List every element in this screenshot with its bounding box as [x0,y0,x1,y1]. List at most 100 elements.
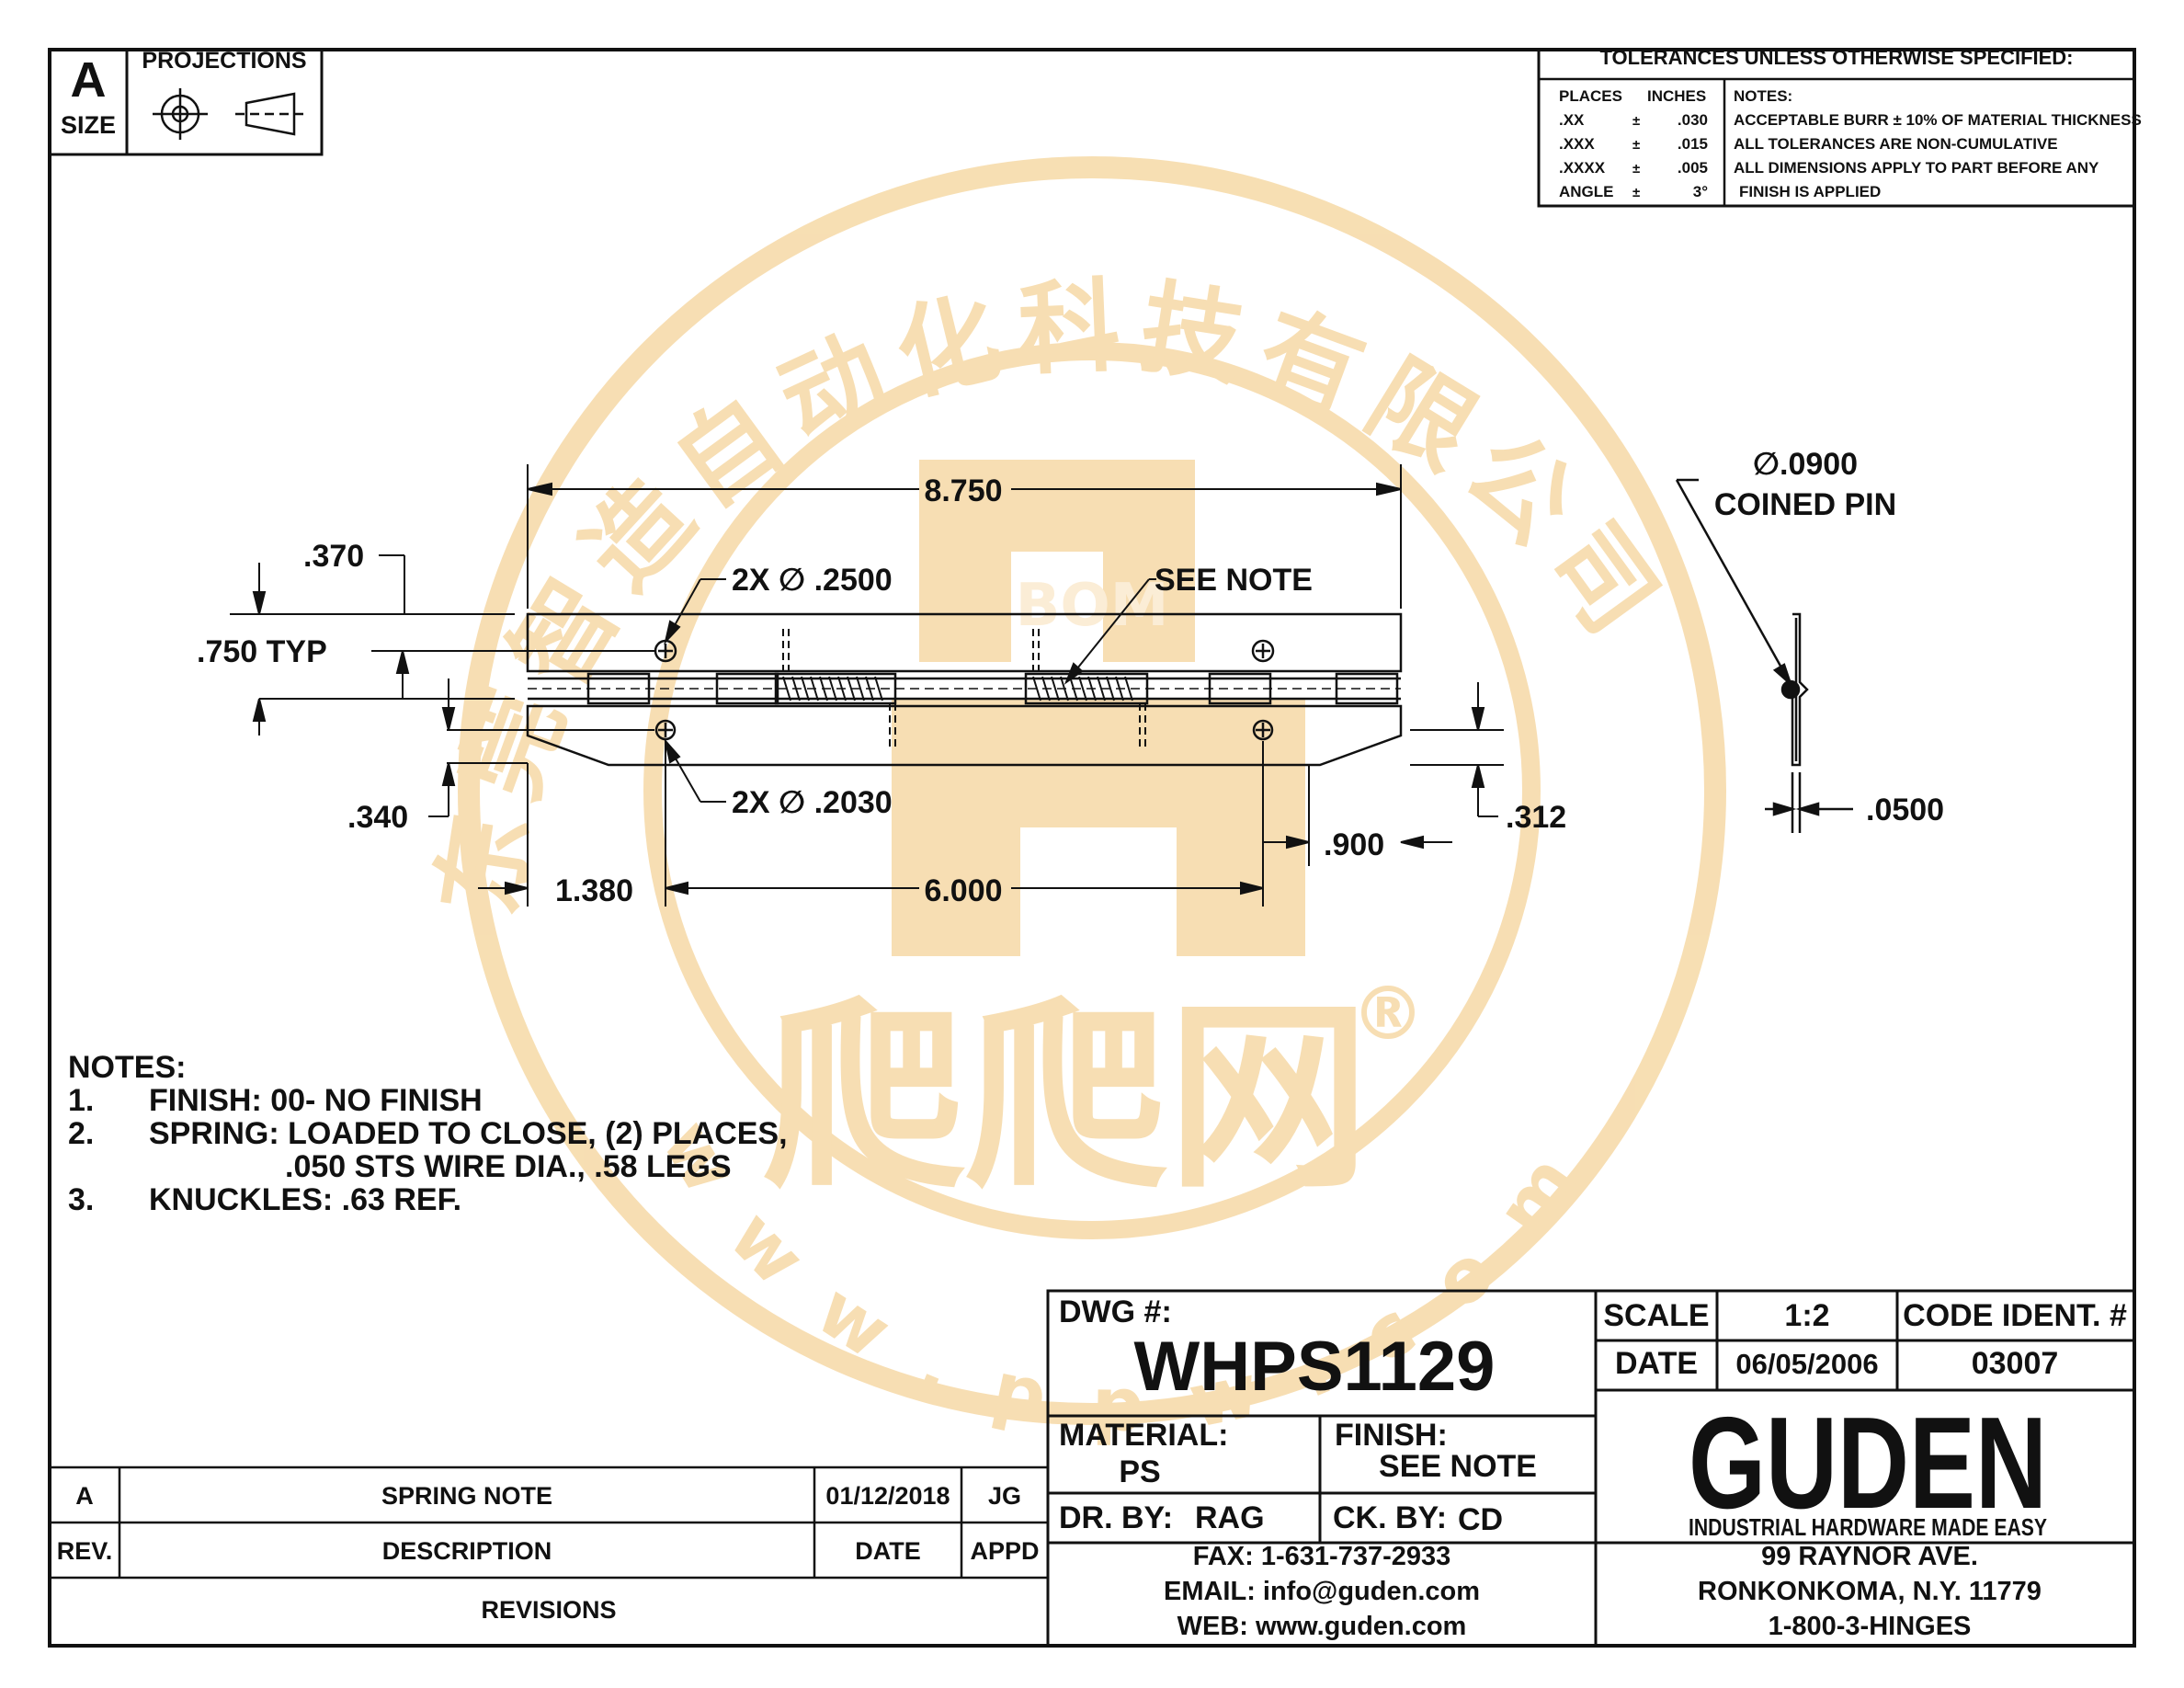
revision-date: 01/12/2018 [825,1482,950,1510]
hinge-front-view [526,612,1403,767]
watermark-outer-ring [458,156,1726,1425]
dim-hole-spacing: 6.000 [924,873,1002,908]
code-ident-value: 03007 [1972,1346,2059,1381]
tolerance-value: .005 [1678,159,1708,177]
tolerance-note: ALL TOLERANCES ARE NON-CUMULATIVE [1734,135,2058,153]
date-label: DATE [1615,1346,1698,1381]
date-value: 06/05/2006 [1735,1348,1878,1380]
first-angle-projection-icon [153,88,305,140]
dim-overall-length: 8.750 [924,473,1002,508]
size-label: SIZE [61,111,116,139]
tolerance-value: .030 [1678,111,1708,129]
drawn-by-label: DR. BY: [1059,1500,1173,1535]
watermark-inner-ring [643,342,1541,1239]
note-number: 3. [68,1182,94,1217]
material-label: MATERIAL: [1059,1418,1228,1453]
dim-see-note: SEE NOTE [1155,563,1313,598]
watermark-logo-bottom [892,699,1305,956]
tolerance-col-inches: INCHES [1647,87,1706,105]
scale-value: 1:2 [1784,1298,1829,1333]
contact-web: WEB: www.guden.com [1177,1612,1467,1641]
logo-tagline: INDUSTRIAL HARDWARE MADE EASY [1689,1513,2047,1541]
contact-email: EMAIL: info@guden.com [1164,1577,1480,1606]
tolerance-value: 3° [1693,183,1708,200]
dim-pin-dia: ∅.0900 [1753,447,1858,482]
tolerance-col-places: PLACES [1559,87,1622,105]
note-text: KNUCKLES: .63 REF. [149,1182,461,1217]
hinge-top-leaf [526,612,1403,673]
tolerance-note: ALL DIMENSIONS APPLY TO PART BEFORE ANY [1734,159,2099,177]
checked-by-value: CD [1458,1502,1503,1537]
tolerance-place: .XX [1559,111,1585,129]
dimension-labels: 8.750 2X ∅ .2500 SEE NOTE .370 .750 TYP … [197,473,1566,908]
projections-label: PROJECTIONS [142,48,306,74]
tolerance-col-notes: NOTES: [1734,87,1792,105]
revisions-block [50,1466,1048,1580]
hinge-side-view [1675,478,1853,833]
note-number: 2. [68,1116,94,1151]
note-text: SPRING: LOADED TO CLOSE, (2) PLACES, [149,1116,788,1151]
finish-value: SEE NOTE [1379,1449,1537,1484]
address-line-2: RONKONKOMA, N.Y. 11779 [1698,1577,2042,1606]
tolerance-note: ACCEPTABLE BURR ± 10% OF MATERIAL THICKN… [1734,111,2142,129]
scale-label: SCALE [1603,1298,1709,1333]
notes-block: NOTES: 1. FINISH: 00- NO FINISH 2. SPRIN… [68,1050,788,1217]
dwg-number: WHPS1129 [1134,1328,1496,1406]
logo-text: GUDEN [1689,1390,2047,1536]
title-block [1046,1289,2134,1646]
phone: 1-800-3-HINGES [1769,1612,1972,1641]
tolerance-pm: ± [1632,185,1640,200]
revision-rev: A [75,1482,94,1510]
dim-hole-bottom: 2X ∅ .2030 [732,785,893,820]
hinge-bottom-leaf [526,704,1403,767]
dim-left-offset: .340 [347,800,408,835]
dim-hole-top: 2X ∅ .2500 [732,563,893,598]
dim-left-spacing: 1.380 [555,873,633,908]
contact-fax: FAX: 1-631-737-2933 [1193,1542,1451,1571]
guden-logo: GUDEN INDUSTRIAL HARDWARE MADE EASY [1689,1390,2047,1541]
size-box: A SIZE PROJECTIONS [50,48,324,156]
finish-label: FINISH: [1335,1418,1448,1453]
note-text: FINISH: 00- NO FINISH [149,1083,483,1118]
revision-header-appd: APPD [970,1537,1039,1565]
dwg-label: DWG #: [1059,1295,1172,1329]
dim-pin-label: COINED PIN [1714,487,1896,522]
tolerance-place: .XXX [1559,135,1595,153]
tolerance-pm: ± [1632,113,1640,129]
tolerance-note: FINISH IS APPLIED [1739,183,1881,200]
watermark-logo-top [919,460,1195,662]
dim-right-offset: .312 [1506,800,1566,835]
watermark-bom: BOM [1016,572,1169,640]
drawn-by-value: RAG [1195,1500,1265,1535]
notes-title: NOTES: [68,1050,186,1085]
tolerance-place: ANGLE [1559,183,1614,200]
dim-top-offset: .370 [303,539,364,574]
note-text: .050 STS WIRE DIA., .58 LEGS [285,1149,732,1184]
tolerance-pm: ± [1632,161,1640,177]
sheet-border [48,48,2136,1648]
tolerance-place: .XXXX [1559,159,1606,177]
revision-header-description: DESCRIPTION [382,1537,552,1565]
revision-header-date: DATE [855,1537,921,1565]
tolerance-title: TOLERANCES UNLESS OTHERWISE SPECIFIED: [1599,46,2073,69]
tolerance-pm: ± [1632,137,1640,153]
revision-description: SPRING NOTE [381,1482,552,1510]
tolerance-value: .015 [1678,135,1708,153]
revisions-title: REVISIONS [481,1596,616,1624]
dim-typ: .750 TYP [197,634,327,669]
revision-header-rev: REV. [57,1537,113,1565]
note-number: 1. [68,1083,94,1118]
watermark-brand: 爬爬网 [763,980,1370,1215]
watermark-registered: ® [1351,971,1425,1056]
tolerance-block: TOLERANCES UNLESS OTHERWISE SPECIFIED: P… [1537,46,2142,208]
dim-end-spacing: .900 [1324,827,1384,862]
material-value: PS [1119,1454,1160,1489]
dim-thickness: .0500 [1866,793,1944,827]
dimension-lines [230,464,1504,907]
address-line-1: 99 RAYNOR AVE. [1761,1542,1978,1571]
code-ident-label: CODE IDENT. # [1903,1298,2127,1333]
revision-appd: JG [988,1482,1021,1510]
size-letter: A [71,52,107,108]
checked-by-label: CK. BY: [1333,1500,1447,1535]
